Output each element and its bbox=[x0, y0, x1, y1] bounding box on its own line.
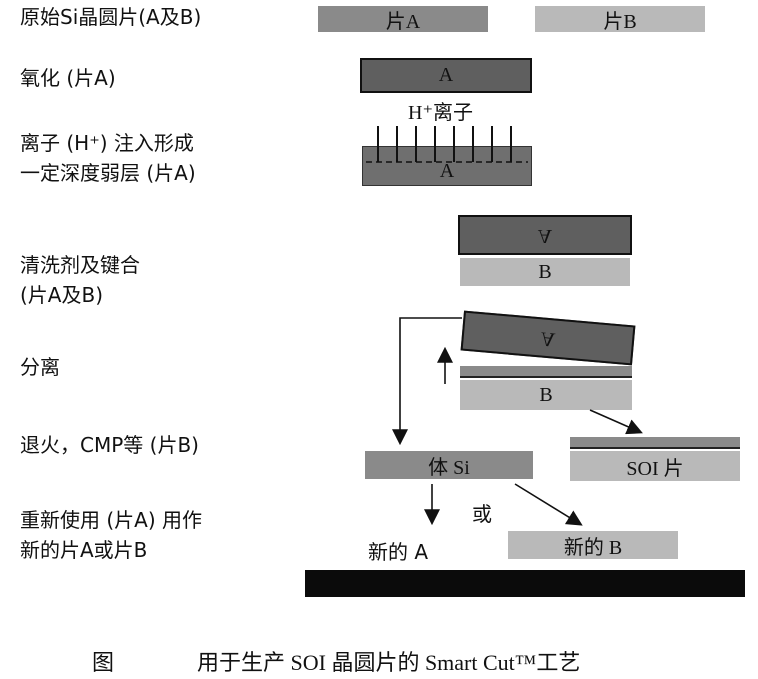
wafer-b-bonded: B bbox=[460, 258, 630, 286]
caption-prefix: 图 bbox=[92, 650, 115, 675]
wafer-b-separated-film bbox=[460, 366, 632, 378]
figure-caption: 图 用于生产 SOI 晶圆片的 Smart Cut™工艺 bbox=[0, 645, 758, 679]
implant-lines bbox=[377, 126, 512, 162]
step-label-anneal-cmp: 退火，CMP等 (片B) bbox=[20, 433, 199, 457]
wafer-a-bonded: A bbox=[458, 215, 632, 255]
wafer-a-raw: 片A bbox=[318, 6, 488, 33]
or-label: 或 bbox=[472, 502, 492, 526]
step-label-separation: 分离 bbox=[20, 355, 60, 379]
step-label-clean-bond: 清洗剂及键合 (片A及B) bbox=[20, 253, 140, 307]
wafer-a-implanted: A bbox=[362, 146, 532, 186]
new-a-label: 新的 A bbox=[368, 540, 429, 564]
step-label-oxidation: 氧化 (片A) bbox=[20, 66, 116, 90]
wafer-bulk-si: 体 Si bbox=[365, 451, 533, 479]
ion-label: H⁺离子 bbox=[408, 102, 473, 124]
step-label-ion-implant: 离子 (H⁺) 注入形成 一定深度弱层 (片A) bbox=[20, 131, 196, 185]
base-bar bbox=[305, 570, 745, 597]
step-label-reuse: 重新使用 (片A) 用作 新的片A或片B bbox=[20, 508, 203, 562]
wafer-a-oxidized: A bbox=[360, 58, 532, 93]
step-label-original-wafers: 原始Si晶圆片(A及B) bbox=[20, 5, 202, 29]
caption-text: 用于生产 SOI 晶圆片的 Smart Cut™工艺 bbox=[197, 650, 581, 675]
wafer-b-separated: B bbox=[460, 380, 632, 410]
soi-wafer: SOI 片 bbox=[570, 451, 740, 481]
wafer-new-b: 新的 B bbox=[508, 531, 678, 559]
flow-arrows bbox=[392, 317, 643, 526]
wafer-b-raw: 片B bbox=[535, 6, 705, 33]
soi-wafer-top-film bbox=[570, 437, 740, 449]
